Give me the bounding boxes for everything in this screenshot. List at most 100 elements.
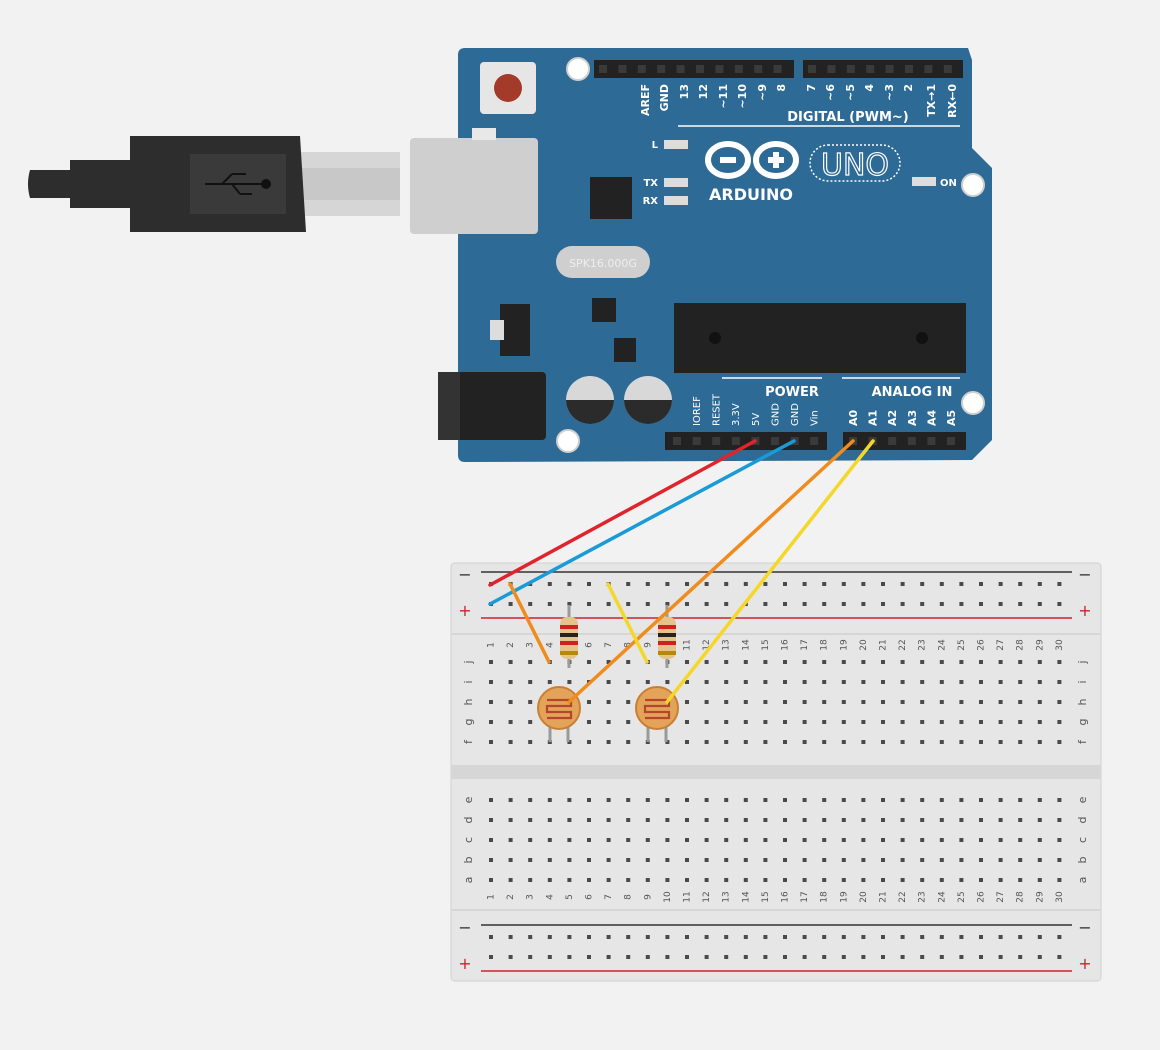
hole[interactable] (587, 858, 591, 862)
hole[interactable] (626, 818, 631, 822)
hole[interactable] (920, 858, 925, 862)
hole[interactable] (685, 818, 689, 822)
header-pin[interactable] (943, 65, 952, 73)
rail-hole[interactable] (822, 602, 827, 606)
hole[interactable] (645, 878, 650, 882)
rail-hole[interactable] (704, 935, 709, 939)
hole[interactable] (508, 818, 513, 822)
hole[interactable] (489, 838, 493, 842)
hole[interactable] (861, 660, 866, 664)
hole[interactable] (959, 878, 964, 882)
hole[interactable] (743, 818, 748, 822)
hole[interactable] (1018, 680, 1023, 684)
hole[interactable] (979, 818, 983, 822)
hole[interactable] (783, 878, 787, 882)
rail-hole[interactable] (1037, 955, 1042, 959)
rail-hole[interactable] (547, 582, 552, 586)
hole[interactable] (783, 700, 787, 704)
rail-hole[interactable] (802, 602, 807, 606)
rail-hole[interactable] (626, 582, 631, 586)
hole[interactable] (1018, 700, 1023, 704)
rail-hole[interactable] (822, 955, 827, 959)
header-pin[interactable] (810, 437, 819, 445)
header-pin[interactable] (947, 437, 955, 445)
hole[interactable] (665, 858, 670, 862)
rail-hole[interactable] (861, 955, 866, 959)
wire-gnd[interactable] (488, 439, 796, 606)
hole[interactable] (704, 838, 709, 842)
hole[interactable] (665, 680, 670, 684)
hole[interactable] (998, 858, 1003, 862)
rail-hole[interactable] (959, 582, 964, 586)
hole[interactable] (900, 740, 905, 744)
hole[interactable] (685, 700, 689, 704)
hole[interactable] (587, 720, 591, 724)
hole[interactable] (587, 740, 591, 744)
hole[interactable] (528, 720, 533, 724)
rail-hole[interactable] (1018, 935, 1023, 939)
rail-hole[interactable] (645, 955, 650, 959)
rail-hole[interactable] (763, 582, 768, 586)
rail-hole[interactable] (567, 935, 572, 939)
rail-hole[interactable] (959, 955, 964, 959)
hole[interactable] (841, 740, 846, 744)
hole[interactable] (900, 858, 905, 862)
photoresistor[interactable] (635, 686, 679, 742)
hole[interactable] (704, 740, 709, 744)
wire-a1[interactable] (665, 439, 875, 704)
hole[interactable] (783, 858, 787, 862)
hole[interactable] (508, 720, 513, 724)
rail-hole[interactable] (979, 955, 983, 959)
hole[interactable] (900, 720, 905, 724)
hole[interactable] (920, 878, 925, 882)
hole[interactable] (1057, 818, 1062, 822)
rail-hole[interactable] (920, 582, 925, 586)
hole[interactable] (743, 720, 748, 724)
hole[interactable] (489, 660, 493, 664)
header-pin[interactable] (734, 65, 743, 73)
hole[interactable] (704, 680, 709, 684)
hole[interactable] (508, 838, 513, 842)
rail-hole[interactable] (1018, 602, 1023, 606)
jumper-orange[interactable] (508, 582, 551, 664)
hole[interactable] (685, 878, 689, 882)
hole[interactable] (685, 720, 689, 724)
rail-hole[interactable] (900, 955, 905, 959)
rail-hole[interactable] (1057, 602, 1062, 606)
hole[interactable] (763, 798, 768, 802)
hole[interactable] (763, 838, 768, 842)
rail-hole[interactable] (587, 582, 591, 586)
rail-hole[interactable] (724, 582, 729, 586)
hole[interactable] (1037, 660, 1042, 664)
hole[interactable] (587, 838, 591, 842)
hole[interactable] (1057, 878, 1062, 882)
header-pin[interactable] (907, 437, 916, 445)
hole[interactable] (567, 798, 572, 802)
hole[interactable] (1037, 858, 1042, 862)
rail-hole[interactable] (959, 935, 964, 939)
rail-hole[interactable] (802, 955, 807, 959)
rail-hole[interactable] (567, 582, 572, 586)
header-pin[interactable] (888, 437, 897, 445)
hole[interactable] (528, 818, 533, 822)
hole[interactable] (802, 878, 807, 882)
hole[interactable] (920, 660, 925, 664)
hole[interactable] (606, 720, 611, 724)
rail-hole[interactable] (606, 955, 611, 959)
hole[interactable] (841, 720, 846, 724)
hole[interactable] (802, 798, 807, 802)
hole[interactable] (822, 878, 827, 882)
hole[interactable] (783, 680, 787, 684)
hole[interactable] (939, 858, 944, 862)
hole[interactable] (685, 660, 689, 664)
rail-hole[interactable] (489, 955, 493, 959)
hole[interactable] (645, 838, 650, 842)
hole[interactable] (841, 700, 846, 704)
hole[interactable] (528, 838, 533, 842)
hole[interactable] (1037, 720, 1042, 724)
hole[interactable] (743, 740, 748, 744)
hole[interactable] (763, 858, 768, 862)
rail-hole[interactable] (626, 602, 631, 606)
hole[interactable] (508, 680, 513, 684)
